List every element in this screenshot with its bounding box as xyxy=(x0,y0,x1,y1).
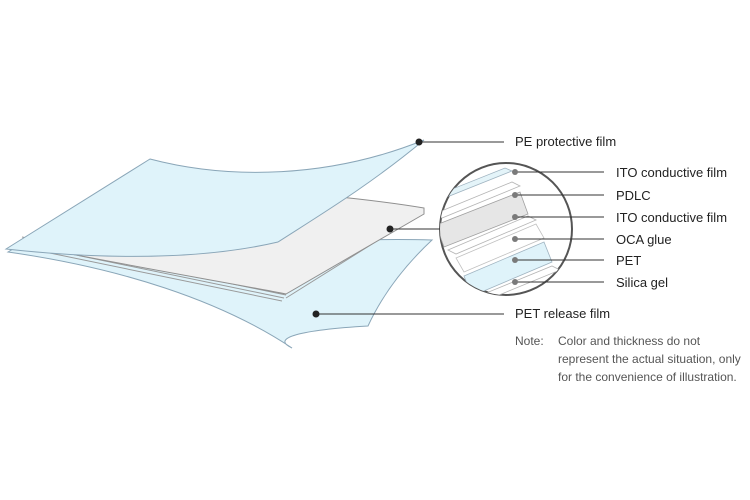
label-pet-release-film: PET release film xyxy=(515,306,611,321)
pointer-dots xyxy=(312,138,518,318)
pe-protective-film-sheet xyxy=(4,139,425,257)
mag-layer-oca xyxy=(455,223,545,273)
dot-pdlc xyxy=(512,192,518,198)
dot-silica xyxy=(512,279,518,285)
mag-layer-ito-top xyxy=(440,181,521,219)
dot-pe-film xyxy=(415,138,423,146)
mag-layer-ito-bottom xyxy=(447,215,537,255)
dot-pet xyxy=(512,257,518,263)
dot-ito-top xyxy=(512,169,518,175)
dot-stack xyxy=(386,225,394,233)
dot-ito-bottom xyxy=(512,214,518,220)
label-pet: PET xyxy=(616,253,642,268)
dot-pet-release xyxy=(312,310,320,318)
label-oca-glue: OCA glue xyxy=(616,232,672,247)
label-ito-conductive-film-top: ITO conductive film xyxy=(616,165,728,180)
dot-oca xyxy=(512,236,518,242)
label-pdlc: PDLC xyxy=(616,188,651,203)
note-text: Color and thickness do not represent the… xyxy=(558,334,741,384)
label-silica-gel: Silica gel xyxy=(616,275,669,290)
label-pe-protective-film: PE protective film xyxy=(515,134,617,149)
leader-lines xyxy=(316,141,604,315)
mag-layer-pdlc xyxy=(440,191,529,248)
note-prefix: Note: xyxy=(515,334,544,348)
label-ito-conductive-film-bottom: ITO conductive film xyxy=(616,210,728,225)
